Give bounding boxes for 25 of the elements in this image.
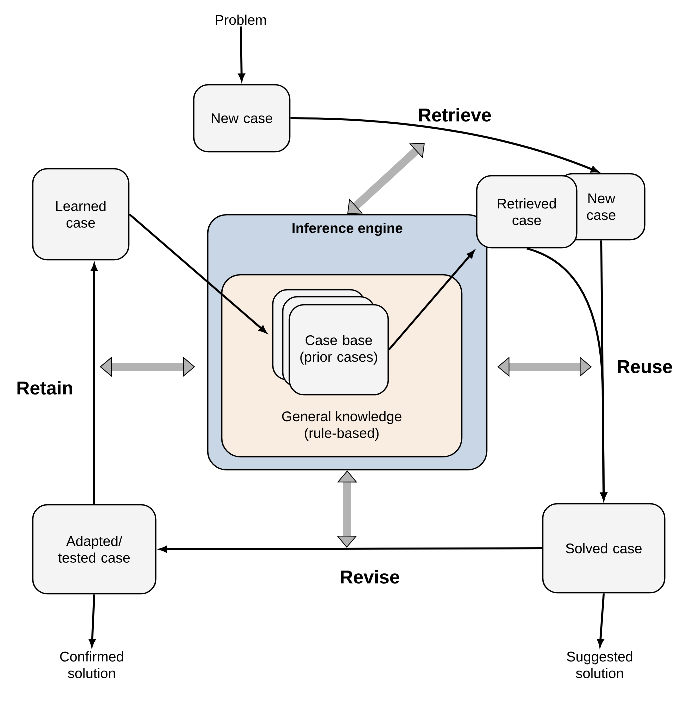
edge-label: Retrieve [419, 108, 492, 122]
arrow [238, 26, 246, 82]
double-arrow [348, 143, 425, 214]
arrow [160, 546, 542, 553]
case-box: Retrieved case [476, 175, 578, 249]
arrow [597, 594, 605, 647]
node-text: Suggested solution [567, 652, 633, 678]
node-text: Confirmed solution [60, 652, 124, 678]
case-box: Learned case [32, 168, 130, 261]
double-arrow [100, 356, 196, 378]
case-box: Solved case [542, 503, 666, 594]
edge-label: Reuse [618, 360, 672, 374]
case-box: New case [193, 84, 291, 153]
arrow [290, 118, 599, 173]
arrow [89, 594, 96, 647]
arrow [91, 264, 98, 504]
card-stack: Case base (prior cases) [272, 289, 390, 396]
double-arrow [498, 356, 592, 378]
node-text: Problem [216, 14, 266, 26]
edge-label: Revise [341, 570, 400, 584]
arrow [129, 214, 267, 334]
edge-label: Retain [18, 381, 72, 395]
arrow [600, 240, 608, 500]
arrow [388, 250, 475, 351]
case-box: Adapted/ tested case [32, 504, 157, 595]
